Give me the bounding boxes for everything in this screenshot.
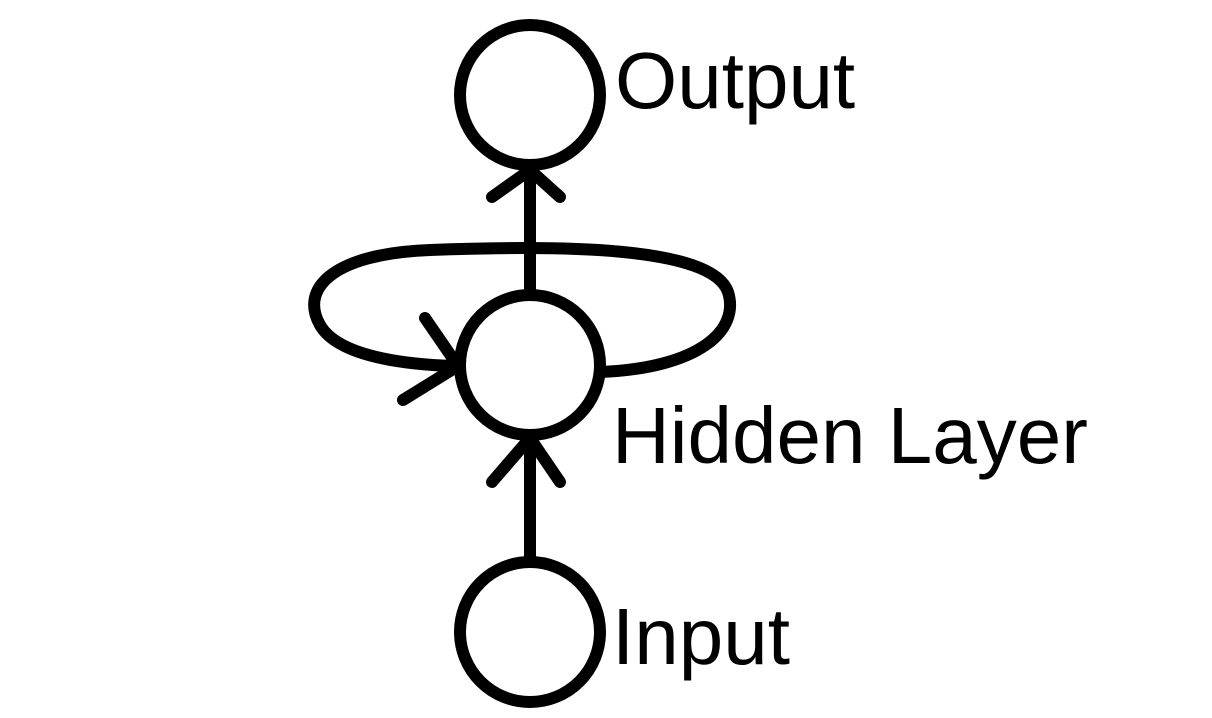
output-node [454, 19, 606, 171]
output-label: Output [615, 36, 855, 125]
input-label: Input [612, 592, 790, 681]
arrowhead-output [486, 164, 566, 203]
recurrent-loop-edge [308, 242, 736, 378]
input-node [454, 556, 606, 708]
hidden-layer-label: Hidden Layer [612, 391, 1088, 480]
arrowhead-loop [397, 312, 464, 406]
hidden-node [454, 289, 606, 441]
arrowhead-hidden [486, 432, 566, 488]
